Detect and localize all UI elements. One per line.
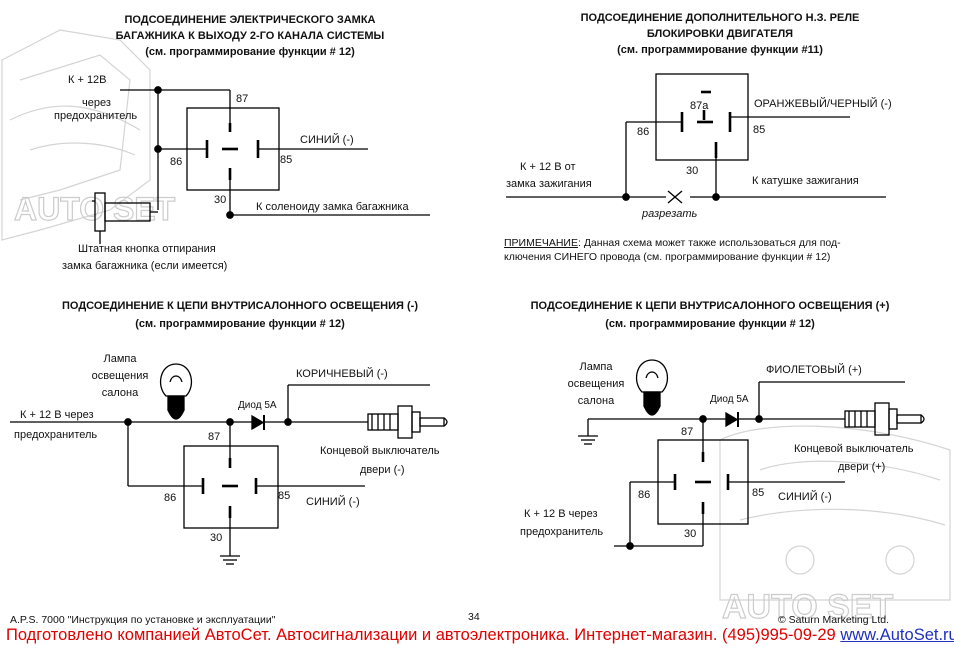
d4-pin-86: 86	[638, 489, 651, 501]
d1-junction-30	[226, 211, 234, 219]
d2-junction-30	[712, 193, 720, 201]
d1-pin-85: 85	[280, 154, 293, 166]
d2-pin-87a: 87а	[690, 100, 709, 112]
d3-title-line1: ПОДСОЕДИНЕНИЕ К ЦЕПИ ВНУТРИСАЛОННОГО ОСВ…	[62, 300, 418, 312]
page-number: 34	[468, 611, 480, 623]
d3-pin-30: 30	[210, 532, 223, 544]
d1-button-line2: замка багажника (если имеется)	[62, 260, 228, 272]
d1-title-line1: ПОДСОЕДИНЕНИЕ ЭЛЕКТРИЧЕСКОГО ЗАМКА	[124, 14, 376, 26]
footer-left: A.P.S. 7000 "Инструкция по установке и э…	[10, 614, 276, 626]
d1-title-line3: (см. программирование функции # 12)	[145, 46, 355, 58]
d3-lamp	[159, 363, 193, 420]
d3-k12-label: К + 12 В через	[20, 409, 94, 421]
d1-cherez-label: через	[82, 97, 111, 109]
d3-pin-85: 85	[278, 490, 291, 502]
d4-junction-bottom	[626, 542, 634, 550]
d1-button-line1: Штатная кнопка отпирания	[78, 243, 216, 255]
d2-k12-label: К + 12 В от	[520, 161, 576, 173]
d4-junction-diode	[755, 415, 763, 423]
d2-note-text2: ключения СИНЕГО провода (см. программиро…	[504, 251, 831, 263]
d1-pin-30: 30	[214, 194, 227, 206]
diagram-1-lines	[92, 89, 430, 244]
d4-title-line1: ПОДСОЕДИНЕНИЕ К ЦЕПИ ВНУТРИСАЛОННОГО ОСВ…	[530, 300, 890, 312]
d3-switch-line2: двери (-)	[360, 464, 405, 476]
d4-k12-label: К + 12 В через	[524, 508, 598, 520]
d3-lamp-line2: освещения	[91, 370, 149, 382]
d1-solenoid-label: К соленоиду замка багажника	[256, 201, 409, 213]
d3-junction-87	[226, 418, 234, 426]
d3-title-line2: (см. программирование функции # 12)	[135, 318, 345, 330]
d4-lamp-line1: Лампа	[579, 361, 613, 373]
diagram-3-lines	[10, 384, 448, 565]
d2-pin-30: 30	[686, 165, 699, 177]
d1-pin-87: 87	[236, 93, 249, 105]
d3-wire-blue: СИНИЙ (-)	[306, 496, 360, 508]
d2-note-label: ПРИМЕЧАНИЕ	[504, 237, 578, 249]
d1-title-line2: БАГАЖНИКА К ВЫХОДУ 2-ГО КАНАЛА СИСТЕМЫ	[115, 30, 385, 42]
d4-lamp-line2: освещения	[567, 378, 625, 390]
d1-pin-86: 86	[170, 156, 183, 168]
d1-junction-top	[154, 86, 162, 94]
d3-junction-left	[124, 418, 132, 426]
d3-switch-line1: Концевой выключатель	[320, 445, 440, 457]
d4-wire-blue: СИНИЙ (-)	[778, 491, 832, 503]
d2-wire-orange-black: ОРАНЖЕВЫЙ/ЧЕРНЫЙ (-)	[754, 98, 892, 110]
d3-pin-86: 86	[164, 492, 177, 504]
d4-title-line2: (см. программирование функции # 12)	[605, 318, 815, 330]
d2-junction-left	[622, 193, 630, 201]
d4-wire-violet: ФИОЛЕТОВЫЙ (+)	[766, 364, 862, 376]
d3-diode-label: Диод 5А	[238, 400, 277, 411]
promo-text: Подготовлено компанией АвтоСет. Автосигн…	[6, 626, 841, 644]
d4-switch-line1: Концевой выключатель	[794, 443, 914, 455]
d3-fuse-label: предохранитель	[14, 429, 98, 441]
d1-wire-blue: СИНИЙ (-)	[300, 134, 354, 146]
promo-banner: Подготовлено компанией АвтоСет. Автосигн…	[6, 626, 954, 645]
d3-pin-87: 87	[208, 431, 221, 443]
d4-pin-30: 30	[684, 528, 697, 540]
d3-lamp-line1: Лампа	[103, 353, 137, 365]
watermark-bottom-right: AUTO SET	[719, 425, 951, 627]
d4-lamp	[635, 359, 669, 416]
d2-title-line1: ПОДСОЕДИНЕНИЕ ДОПОЛНИТЕЛЬНОГО Н.З. РЕЛЕ	[580, 12, 860, 24]
diagram-2-lines	[506, 73, 886, 204]
d2-cut-label: разрезать	[642, 208, 698, 220]
d3-lamp-line3: салона	[101, 387, 139, 399]
d4-junction-87	[699, 415, 707, 423]
d3-wire-brown: КОРИЧНЕВЫЙ (-)	[296, 368, 388, 380]
d2-pin-85: 85	[753, 124, 766, 136]
d2-pin-86: 86	[637, 126, 650, 138]
d1-junction-86	[154, 145, 162, 153]
d4-switch-line2: двери (+)	[838, 461, 886, 473]
d4-pin-87: 87	[681, 426, 694, 438]
d4-diode-label: Диод 5А	[710, 394, 749, 405]
d2-ignition-label: замка зажигания	[506, 178, 592, 190]
d2-note-text1: : Данная схема может также использоватьс…	[577, 237, 841, 249]
d4-lamp-line3: салона	[577, 395, 615, 407]
d2-title-line2: БЛОКИРОВКИ ДВИГАТЕЛЯ	[646, 28, 794, 40]
footer-right: © Saturn Marketing Ltd.	[778, 614, 890, 626]
d1-k12-label: К + 12В	[68, 74, 107, 86]
d4-fuse-label: предохранитель	[520, 526, 604, 538]
d2-coil-label: К катушке зажигания	[752, 175, 859, 187]
d4-pin-85: 85	[752, 487, 765, 499]
autoset-link[interactable]: www.AutoSet.ru	[840, 626, 954, 644]
d1-fuse-label: предохранитель	[54, 110, 138, 122]
d2-note: ПРИМЕЧАНИЕ: Данная схема может также исп…	[504, 236, 904, 264]
watermark-text-right: AUTO SET	[722, 588, 894, 626]
d2-title-line3: (см. программирование функции #11)	[617, 44, 823, 56]
d3-junction-diode	[284, 418, 292, 426]
